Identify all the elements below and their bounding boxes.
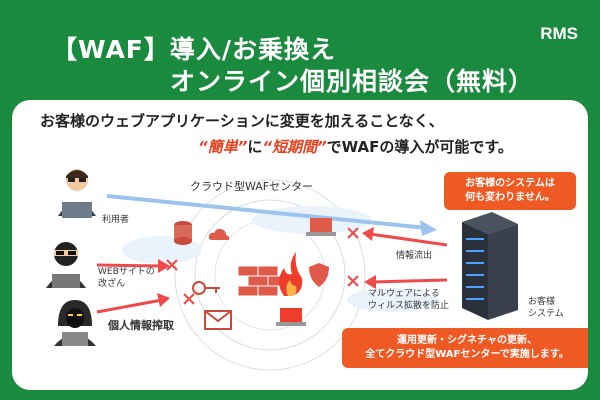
hooded-hacker-icon: [54, 300, 96, 346]
mail-icon: [204, 310, 232, 330]
user-label: 利用者: [102, 215, 130, 225]
lead-line-1: お客様のウェブアプリケーションに変更を加えることなく、: [40, 112, 444, 130]
firewall-icon: [237, 252, 303, 297]
key-icon: [192, 281, 220, 295]
cloud-waf-title: クラウド型WAFセンター: [190, 180, 314, 193]
server-label: お客様 システム: [528, 297, 564, 319]
database-icon: [174, 221, 192, 245]
cloud-lock-icon: [208, 228, 230, 240]
operation-callout: 運用更新・シグネチャの更新、 全てクラウド型WAFセンターで実施します。: [342, 328, 588, 368]
hacker-icon: [46, 242, 86, 288]
title-line-2: オンライン個別相談会（無料）: [170, 67, 535, 96]
diagram-graphic: [96, 179, 448, 371]
title-line-1: 【WAF】導入/お乗換え: [52, 35, 337, 64]
laptop-alert-icon: [276, 308, 306, 326]
theft-label: 個人情報搾取: [108, 319, 174, 332]
no-change-callout: お客様のシステムは 何も変わりません。: [444, 172, 576, 210]
leak-label: 情報流出: [396, 251, 433, 261]
malware-label: マルウェアによる ウィルス拡散を防止: [368, 289, 450, 311]
brand-logo: RMS: [540, 24, 578, 43]
user-laptop-icon: [58, 169, 96, 218]
laptop-lock-icon: [306, 218, 336, 236]
lead-ending: でWAFの導入が可能です。: [326, 138, 513, 156]
tamper-label: WEBサイトの 改ざん: [98, 267, 155, 289]
lead-emphasis-easy: “簡単”: [198, 138, 248, 156]
shield-icon: [309, 263, 329, 287]
content-panel: お客様のウェブアプリケーションに変更を加えることなく、 “簡単”に“短期間”でW…: [12, 100, 588, 390]
lead-connector: に: [247, 138, 263, 156]
lead-line-2: “簡単”に“短期間”でWAFの導入が可能です。: [198, 136, 513, 157]
server-rack-icon: [462, 212, 518, 320]
lead-emphasis-short: “短期間”: [262, 138, 327, 156]
